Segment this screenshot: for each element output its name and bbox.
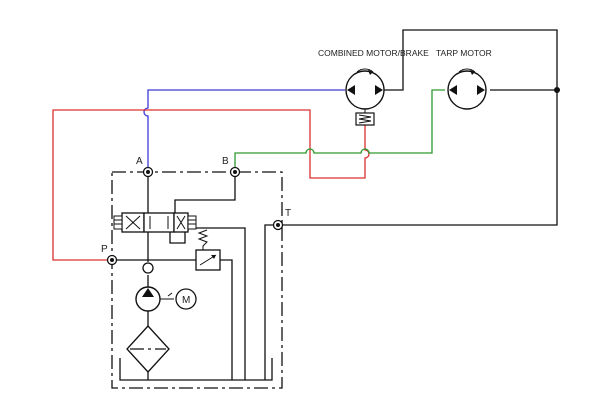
valve-return-line — [169, 227, 246, 380]
brake-spring-icon — [358, 114, 372, 124]
electric-motor — [175, 288, 197, 310]
b-line — [234, 89, 445, 170]
hydraulic-pump — [135, 286, 174, 312]
internal-b-line — [174, 176, 236, 213]
motor-outlet-triangle — [375, 85, 383, 95]
tarp-outlet-triangle — [477, 85, 485, 95]
reservoir — [119, 358, 273, 381]
check-valve-icon — [142, 262, 154, 274]
valve-block-center — [143, 212, 175, 233]
port-t-label: T — [285, 208, 291, 219]
port-a-label: A — [136, 156, 143, 167]
a-line — [143, 89, 345, 170]
tarp-rotation-arrowhead — [470, 70, 475, 75]
tarp-motor-label: TARP MOTOR — [436, 48, 492, 58]
p-line — [52, 109, 370, 261]
relief-valve — [195, 229, 221, 271]
valve-spring-right-icon — [188, 219, 196, 225]
tarp-motor — [447, 68, 487, 110]
tank-junction-dot — [554, 87, 560, 93]
valve-right-symbol — [176, 215, 186, 230]
valve-spring-left-icon — [114, 219, 122, 225]
tank-return-line — [282, 29, 558, 226]
valve-actuator-left — [113, 215, 123, 230]
valve-actuator-right — [187, 215, 197, 230]
relief-drain-line — [220, 259, 233, 380]
tarp-motor-body — [447, 70, 487, 110]
rotation-arrow-icon — [356, 68, 374, 73]
electric-motor-label: M — [182, 295, 190, 306]
rotation-arrowhead — [368, 70, 373, 75]
directional-valve — [113, 212, 197, 233]
tank-t-line — [264, 224, 274, 380]
relief-spring-icon — [197, 229, 209, 250]
combined-motor-brake-label: COMBINED MOTOR/BRAKE — [318, 48, 429, 58]
port-b — [229, 166, 241, 178]
filter — [126, 325, 170, 373]
combined-motor-brake — [345, 68, 385, 126]
tarp-inlet-triangle — [449, 85, 457, 95]
port-p — [106, 254, 118, 266]
power-unit-enclosure — [111, 171, 283, 389]
motor-inlet-triangle — [347, 85, 355, 95]
port-p-label: P — [101, 244, 108, 255]
valve-cross-arrow-2 — [125, 215, 141, 230]
port-b-label: B — [222, 156, 229, 167]
tarp-rotation-arrow-icon — [458, 68, 476, 73]
port-a — [142, 166, 154, 178]
port-t — [272, 219, 284, 231]
brake-body — [355, 112, 375, 126]
